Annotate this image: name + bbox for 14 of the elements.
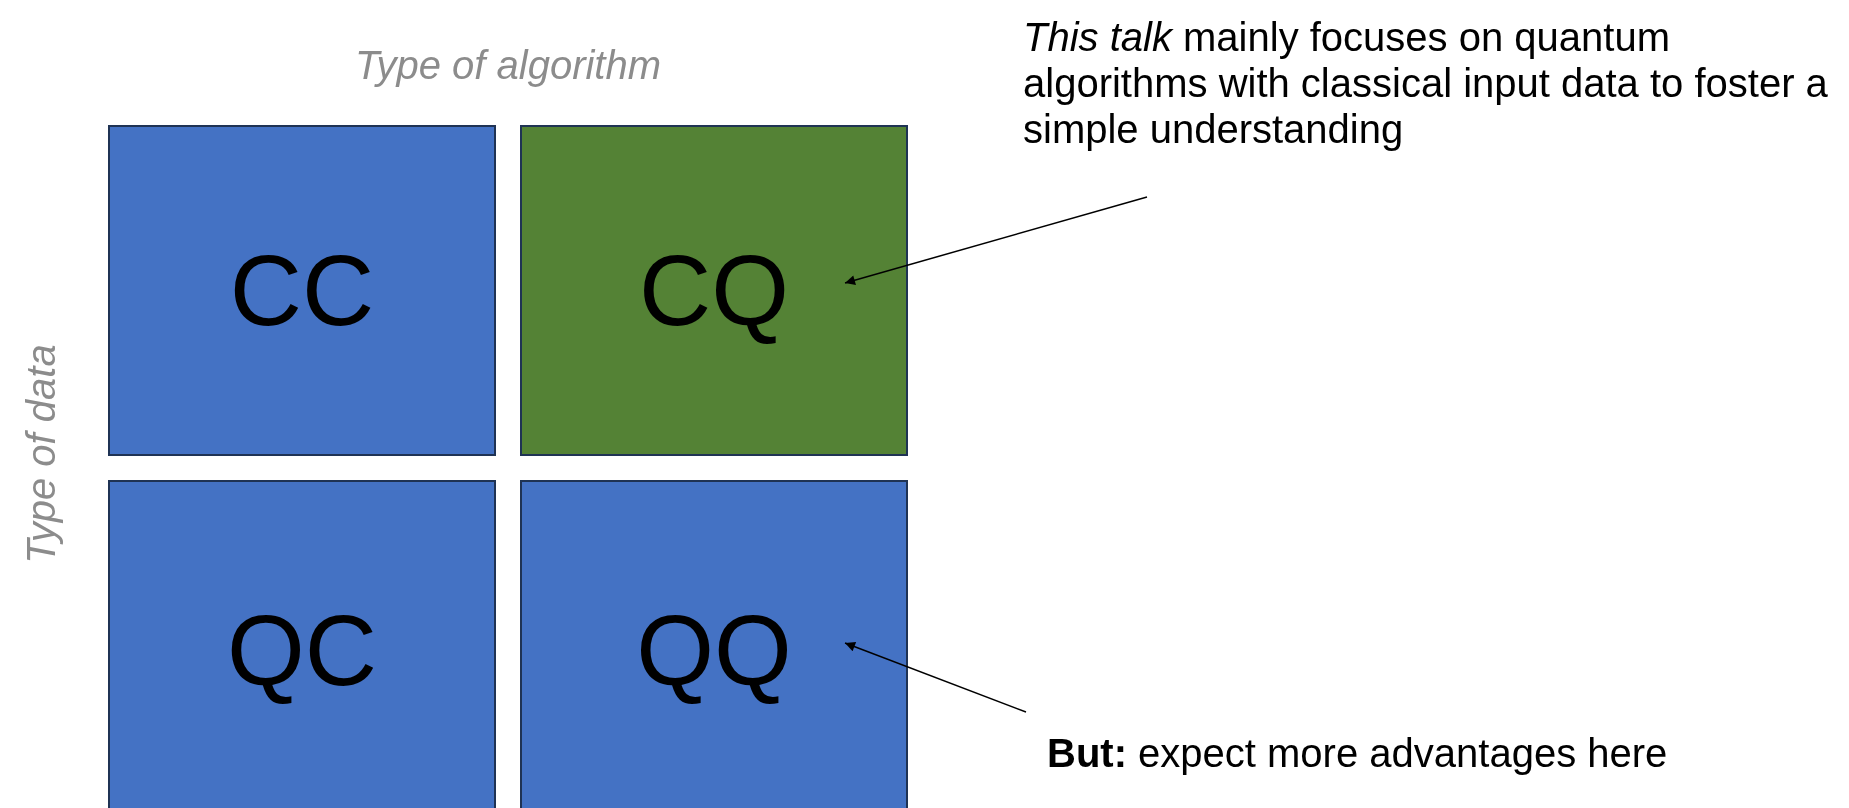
matrix-cell	[520, 480, 908, 808]
matrix-cell	[108, 480, 496, 808]
axis-title: Type of data	[18, 344, 64, 564]
note-text: But: expect more advantages here	[1026, 712, 1826, 788]
leader-arrow	[844, 641, 1027, 713]
cell-label: QQ	[636, 592, 792, 708]
cell-label: QC	[227, 592, 377, 708]
note-text: This talk mainly focuses on quantum algorithms with classical input data to foster a simple understanding	[1023, 14, 1833, 197]
leader-arrow	[844, 196, 1148, 286]
cell-label: CC	[229, 233, 375, 348]
cell-label: CQ	[639, 233, 789, 348]
matrix-cell	[520, 125, 908, 456]
matrix-cell	[108, 125, 496, 456]
axis-title: Type of algorithm	[354, 42, 662, 88]
